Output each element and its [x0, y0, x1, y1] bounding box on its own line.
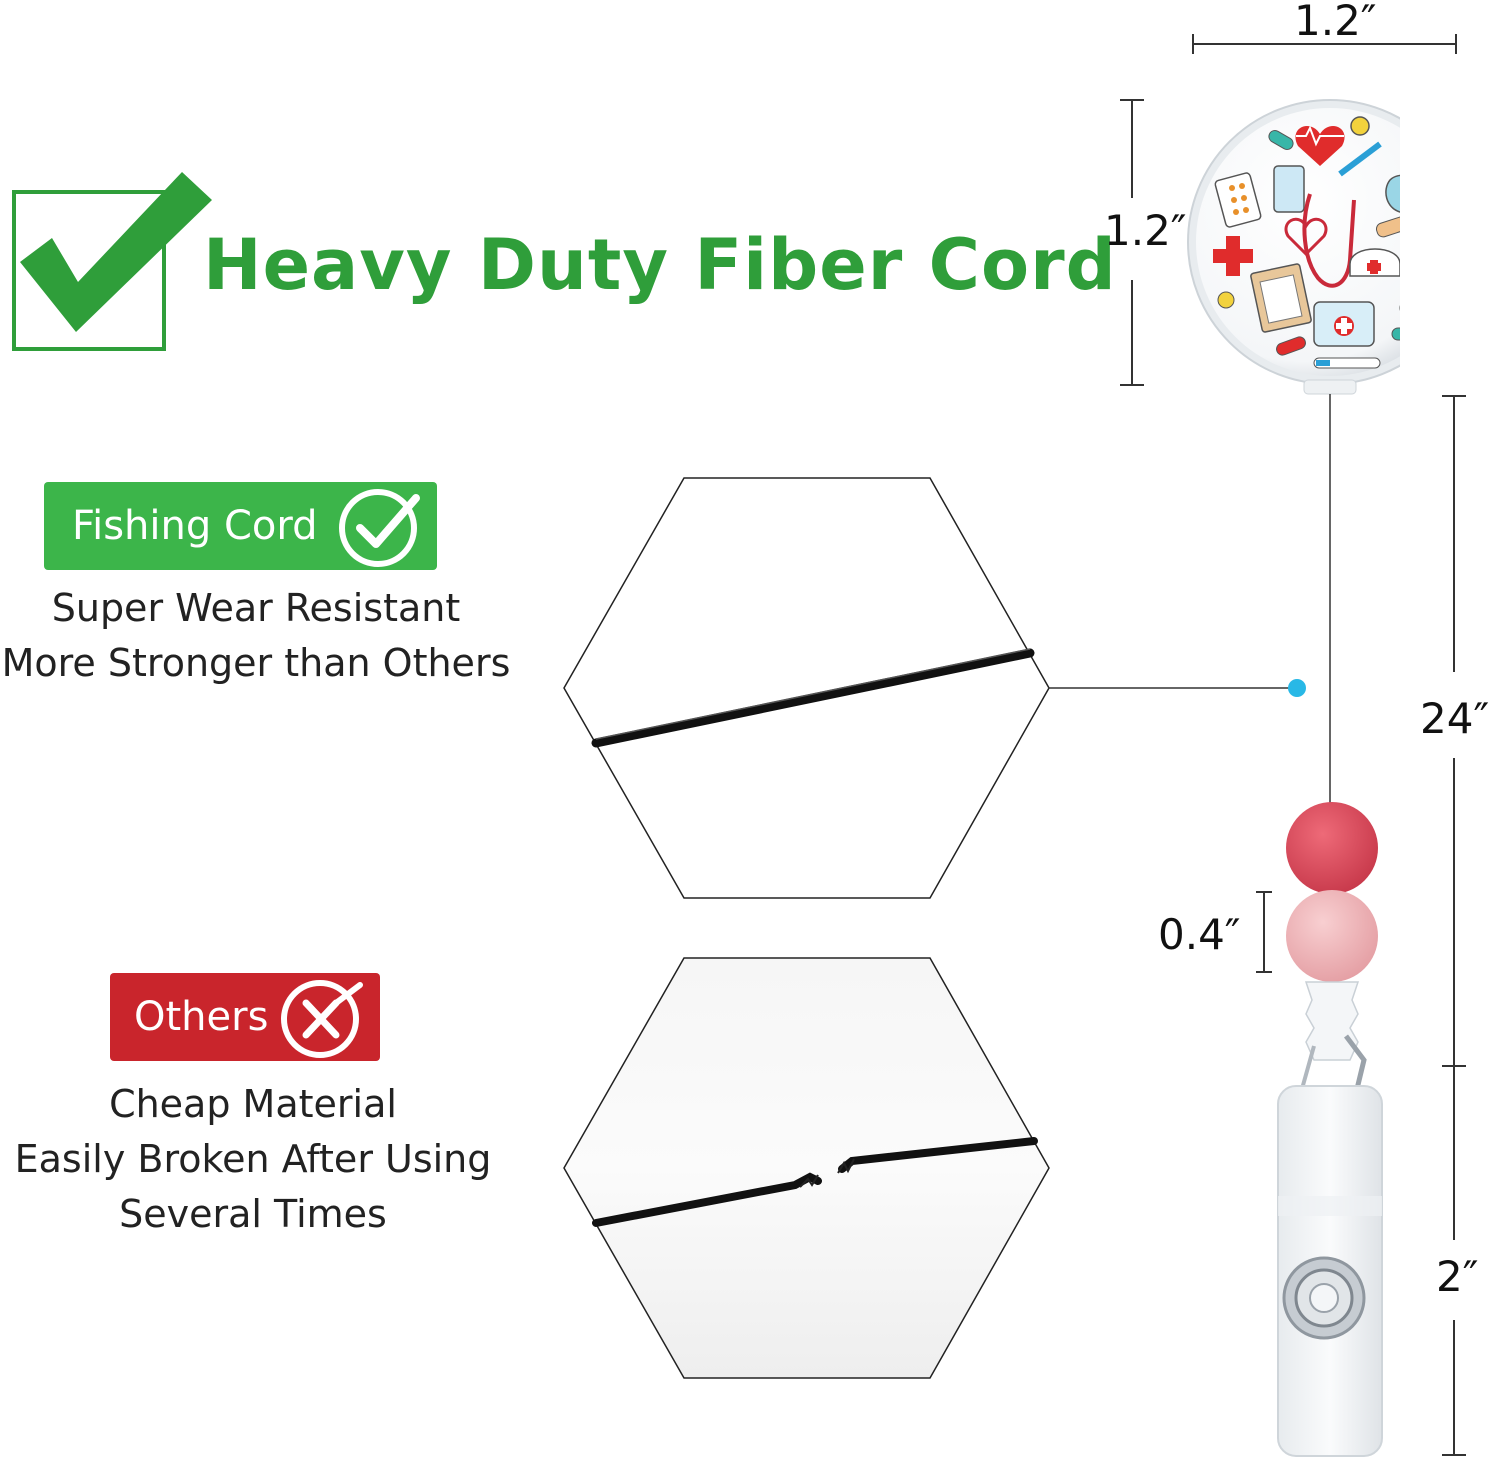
- fishing-cord-badge: Fishing Cord: [44, 482, 437, 570]
- others-badge: Others: [110, 973, 380, 1061]
- big-check-icon: [12, 172, 212, 351]
- fishing-cord-label: Fishing Cord: [72, 503, 318, 549]
- medical-pattern: [1213, 116, 1400, 369]
- fiber-cord-closeup: [563, 477, 1050, 899]
- others-label: Others: [134, 994, 269, 1040]
- fishing-cord-line-2: More Stronger than Others: [1, 641, 511, 685]
- pointer-line: [1048, 679, 1306, 697]
- headline: Heavy Duty Fiber Cord: [203, 224, 1117, 306]
- broken-cord-closeup: [563, 957, 1050, 1379]
- top-width-label: 1.2″: [1294, 0, 1377, 45]
- others-line-2: Easily Broken After Using: [14, 1137, 492, 1181]
- fishing-cord-description: Super Wear Resistant More Stronger than …: [0, 581, 512, 691]
- fishing-cord-line-1: Super Wear Resistant: [51, 586, 461, 630]
- check-circle-icon: [339, 489, 420, 567]
- x-circle-icon: [281, 980, 363, 1058]
- clip-length-label: 2″: [1436, 1252, 1479, 1301]
- badge-height-label: 1.2″: [1104, 206, 1187, 255]
- cord-length-label: 24″: [1420, 694, 1490, 743]
- others-description: Cheap Material Easily Broken After Using…: [0, 1077, 506, 1242]
- badge-reel-illustration: [1187, 99, 1400, 1457]
- dimension-lines: [1120, 34, 1466, 1456]
- others-line-1: Cheap Material: [109, 1082, 397, 1126]
- bead-size-label: 0.4″: [1158, 910, 1241, 959]
- others-line-3: Several Times: [119, 1192, 387, 1236]
